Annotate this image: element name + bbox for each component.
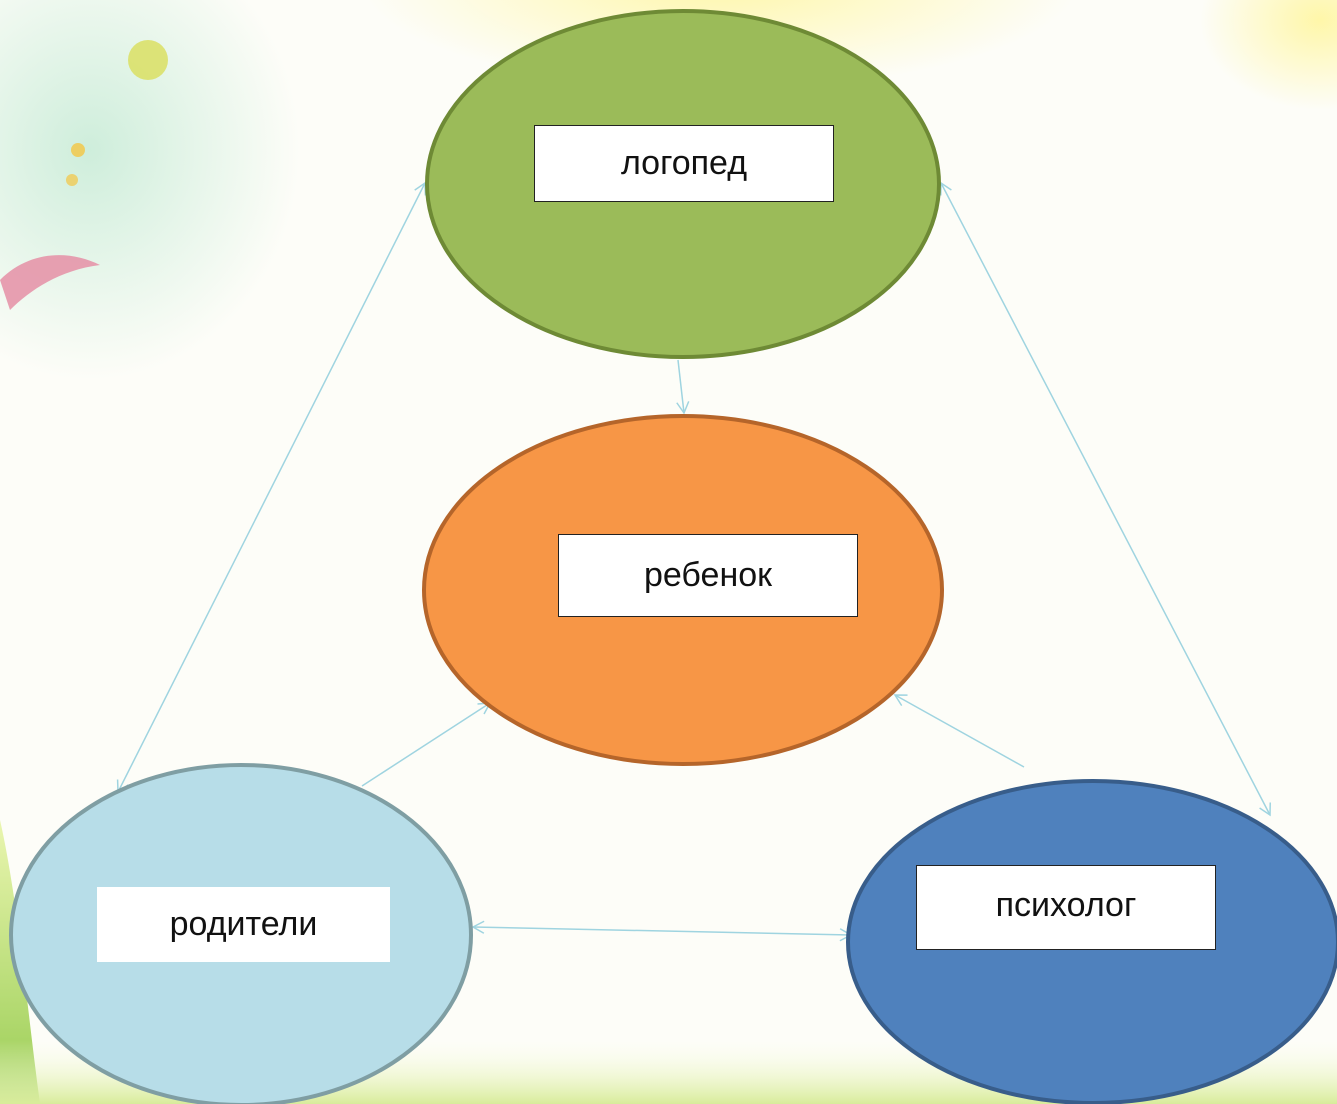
edge-psychologist-child bbox=[893, 694, 1025, 768]
edge-parents-psychologist bbox=[471, 920, 853, 942]
label-logoped: логопед bbox=[534, 125, 834, 202]
edge-logoped-parents bbox=[116, 181, 427, 794]
sun-dot-icon bbox=[128, 40, 168, 80]
label-child: ребенок bbox=[558, 534, 858, 617]
edge-logoped-child bbox=[676, 359, 690, 415]
edge-parents-child bbox=[361, 702, 492, 787]
petal-decoration bbox=[0, 255, 100, 310]
label-parents: родители bbox=[97, 887, 390, 962]
connectors bbox=[116, 181, 1271, 942]
label-psychologist: психолог bbox=[916, 865, 1216, 950]
edge-logoped-psychologist bbox=[940, 181, 1271, 817]
